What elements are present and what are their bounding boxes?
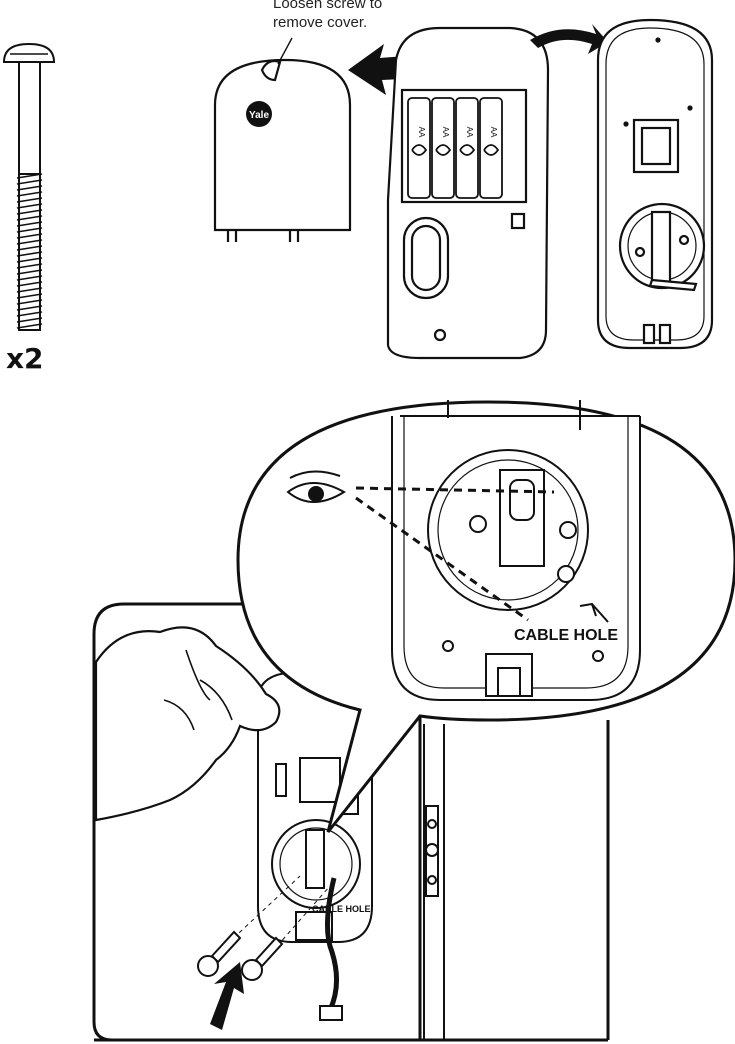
- cable-hole-arrow-icon: [579, 602, 609, 623]
- door-edge: [423, 724, 445, 1040]
- eye-icon: [286, 470, 346, 503]
- battery-label-4: AA: [489, 127, 498, 138]
- mounting-screw-illustration: [2, 42, 56, 331]
- callout-line-2: remove cover.: [273, 14, 368, 31]
- cable-hole-label: CABLE HOLE: [514, 627, 618, 644]
- cable-connector: [319, 1005, 343, 1021]
- yale-logo-text: Yale: [249, 110, 269, 121]
- mounting-plate-illustration: [596, 18, 714, 350]
- battery-label-2: AA: [441, 127, 450, 138]
- sight-lines: [355, 486, 555, 622]
- hand-finger-lines: [163, 649, 233, 731]
- cable: [324, 877, 339, 1012]
- swing-mount-arrow: [530, 24, 608, 54]
- callout-line-1: Loosen screw to: [273, 0, 383, 12]
- small-screws: [197, 875, 331, 981]
- battery-label-1: AA: [417, 127, 426, 138]
- magnified-plate: [391, 400, 641, 701]
- push-arrow: [210, 962, 244, 1030]
- battery-cover-illustration: Yale: [213, 58, 352, 242]
- cable-hole-label-small: CABLE HOLE: [312, 904, 371, 914]
- interior-lock-with-batteries: AA AA AA AA: [386, 26, 550, 360]
- callout-leader-line: [277, 37, 293, 65]
- yale-logo-badge: [246, 101, 272, 127]
- screw-quantity: x2: [6, 342, 44, 375]
- hand-illustration: [94, 626, 281, 822]
- installed-plate: [257, 670, 373, 943]
- callout-text: Loosen screw to remove cover.: [273, 0, 382, 32]
- battery-label-3: AA: [465, 127, 474, 138]
